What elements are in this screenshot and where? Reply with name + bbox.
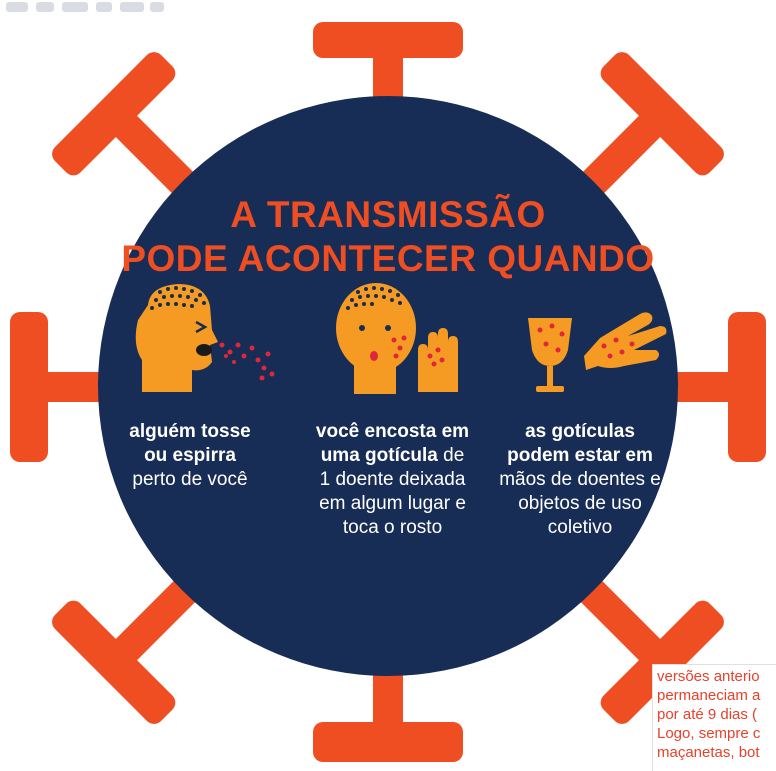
caption-droplets-normal-2: objetos de uso (518, 493, 642, 514)
spike-left (10, 312, 110, 462)
side-text-line: versões anterio (657, 668, 760, 685)
side-text-excerpt: versões anterio permaneciam a por até 9 … (652, 664, 776, 771)
virus-spikes (10, 22, 766, 762)
side-text-line: por até 9 dias ( (657, 706, 758, 723)
side-text-line: Logo, sempre c (657, 725, 761, 742)
caption-touch: você encosta em uma gotícula de 1 doente… (300, 420, 485, 540)
title-line-1: A TRANSMISSÃO (230, 194, 546, 235)
spike-top-left (52, 52, 203, 203)
top-faded-mark (6, 2, 164, 12)
glass-and-hand-icon (528, 312, 667, 392)
caption-droplets-bold-1: as gotículas (525, 421, 635, 442)
caption-cough: alguém tosse ou espirra perto de você (105, 420, 275, 492)
caption-droplets-bold-2: podem estar em (507, 445, 653, 466)
caption-touch-mixed-line: uma gotícula de (300, 444, 485, 468)
caption-touch-normal-1: 1 doente deixada (319, 469, 466, 490)
spike-top-right (573, 52, 724, 203)
caption-cough-normal-1: perto de você (132, 469, 248, 490)
side-text-line: maçanetas, bot (657, 744, 760, 761)
caption-droplets-normal-3: coletivo (547, 517, 613, 538)
title-line-2: PODE ACONTECER QUANDO (121, 238, 655, 279)
caption-droplets: as gotículas podem estar em mãos de doen… (485, 420, 675, 540)
coughing-person-icon (135, 284, 275, 392)
caption-touch-bold-2: uma gotícula (320, 445, 438, 466)
caption-touch-bold-1: você encosta em (315, 421, 470, 442)
person-touching-face-icon (336, 283, 458, 394)
side-text-line: permaneciam a (657, 687, 761, 704)
caption-droplets-normal-1: mãos de doentes e (499, 469, 661, 490)
caption-cough-bold-1: alguém tosse (129, 421, 251, 442)
caption-touch-normal-3: toca o rosto (342, 517, 443, 538)
caption-touch-normal-2: em algum lugar e (319, 493, 466, 514)
caption-touch-suffix: de (437, 445, 465, 466)
spike-right (666, 312, 766, 462)
spike-bottom-right (573, 573, 724, 724)
spike-bottom (313, 660, 463, 762)
caption-cough-bold-2: ou espirra (144, 445, 236, 466)
spike-bottom-left (52, 573, 203, 724)
